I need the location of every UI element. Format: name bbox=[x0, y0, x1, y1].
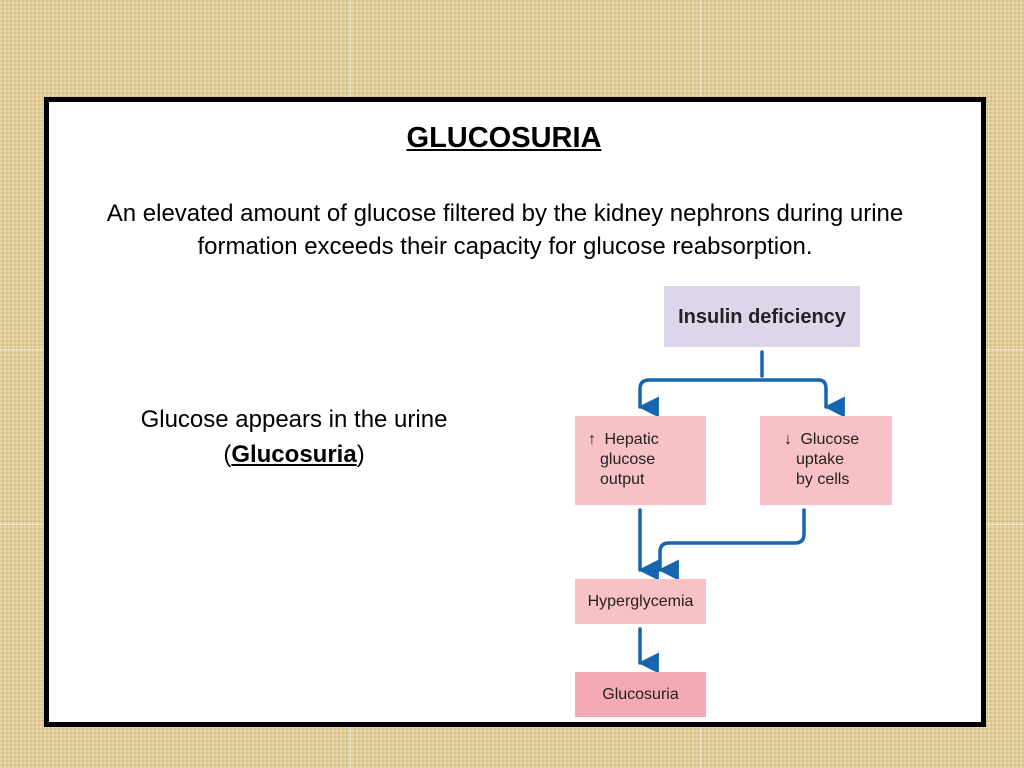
glucose-urine-note: Glucose appears in the urine (Glucosuria… bbox=[94, 402, 494, 472]
note-line: Glucose appears in the urine bbox=[140, 406, 448, 433]
glucose-uptake-box: ↓ Glucose uptake by cells bbox=[760, 416, 892, 505]
uptake-text: Glucose bbox=[800, 431, 860, 448]
hepatic-line-2: glucose bbox=[600, 451, 656, 468]
up-arrow-icon: ↑ bbox=[588, 431, 596, 448]
uptake-line-3: by cells bbox=[796, 471, 850, 488]
uptake-line-2: uptake bbox=[796, 451, 845, 468]
hyperglycemia-box: Hyperglycemia bbox=[575, 579, 706, 624]
glucosuria-emphasis: Glucosuria bbox=[231, 441, 357, 468]
glucosuria-box: Glucosuria bbox=[575, 672, 706, 717]
uptake-line-1: ↓ Glucose bbox=[784, 430, 892, 450]
arrow-to-uptake bbox=[817, 378, 845, 418]
hepatic-line-3: output bbox=[600, 471, 645, 488]
hepatic-line-1: ↑ Hepatic bbox=[588, 430, 706, 450]
arrow-to-hepatic bbox=[637, 378, 821, 418]
intro-text: An elevated amount of glucose filtered b… bbox=[106, 200, 904, 260]
hepatic-text: Hepatic bbox=[604, 431, 659, 448]
close-paren: ) bbox=[356, 441, 365, 468]
hepatic-glucose-output-box: ↑ Hepatic glucose output bbox=[575, 416, 706, 505]
slide-title: GLUCOSURIA bbox=[406, 122, 602, 154]
down-arrow-icon: ↓ bbox=[784, 431, 792, 448]
arrow-uptake-to-hyper bbox=[657, 508, 806, 581]
note-emphasis-line: (Glucosuria) bbox=[94, 437, 494, 472]
slide-panel: GLUCOSURIA An elevated amount of glucose… bbox=[44, 97, 986, 727]
insulin-deficiency-box: Insulin deficiency bbox=[664, 286, 860, 347]
open-paren: ( bbox=[223, 441, 232, 468]
